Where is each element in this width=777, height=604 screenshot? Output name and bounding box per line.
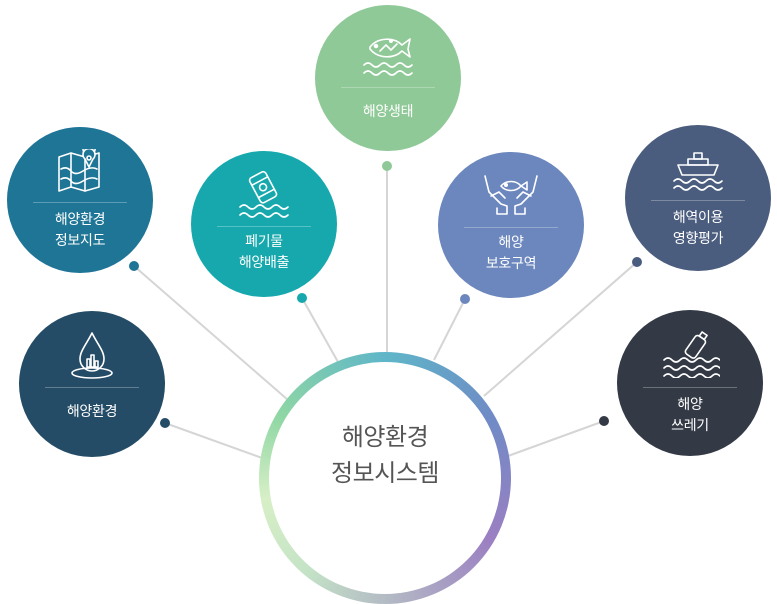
node-label: 폐기물 해양배출 <box>191 232 337 274</box>
node-label-line2: 보호구역 <box>485 256 537 272</box>
node-label-line1: 해역이용 <box>672 210 724 226</box>
hands-fish-icon <box>484 175 538 215</box>
hub-title-line1: 해양환경 <box>341 423 429 451</box>
node-separator <box>643 387 737 388</box>
ship-wave-icon <box>673 152 723 191</box>
node-label: 해양환경 <box>19 402 165 423</box>
node-separator <box>45 387 139 388</box>
node-label: 해양 쓰레기 <box>617 395 763 437</box>
node-label-line1: 해양생태 <box>362 104 414 120</box>
node-label-line2: 쓰레기 <box>671 418 709 434</box>
hub-title-line2: 정보시스템 <box>331 459 439 487</box>
node-label: 해양생태 <box>315 102 461 123</box>
connector-line-protected <box>433 298 466 361</box>
node-separator <box>33 202 127 203</box>
node-marine-debris[interactable]: 해양 쓰레기 <box>617 310 763 456</box>
barrel-wave-icon <box>239 170 289 218</box>
node-label-line2: 영향평가 <box>672 231 724 247</box>
node-label: 해역이용 영향평가 <box>625 208 771 250</box>
connector-dot-waste <box>297 293 307 303</box>
connector-dot-ecology <box>382 161 392 171</box>
water-drop-icon <box>71 332 113 379</box>
connector-dot-env-map <box>129 261 139 271</box>
node-label-line1: 해양환경 <box>54 212 106 228</box>
node-label-line1: 해양 <box>498 235 524 251</box>
node-impact-assessment[interactable]: 해역이용 영향평가 <box>625 125 771 271</box>
node-label-line1: 해양환경 <box>66 404 118 420</box>
connector-line-env-map <box>133 265 289 401</box>
map-pin-icon <box>58 149 100 192</box>
node-separator <box>464 227 558 228</box>
connector-dot-environment <box>160 418 170 428</box>
diagram-stage: 해양생태 해양환경 정보지도 <box>7 5 771 604</box>
connector-line-impact <box>483 261 638 397</box>
node-protected-area[interactable]: 해양 보호구역 <box>438 152 584 298</box>
fish-wave-icon <box>363 38 413 76</box>
connector-line-debris <box>507 420 605 457</box>
connector-dot-debris <box>599 416 609 426</box>
hub-title: 해양환경 정보시스템 <box>269 419 501 491</box>
node-label-line1: 폐기물 <box>245 234 283 250</box>
hub-center: 해양환경 정보시스템 <box>269 362 501 594</box>
node-label-line2: 해양배출 <box>238 255 290 271</box>
node-marine-ecology[interactable]: 해양생태 <box>315 5 461 151</box>
connector-lines <box>129 161 642 459</box>
node-separator <box>341 87 435 88</box>
node-separator <box>651 200 745 201</box>
node-label-line2: 정보지도 <box>54 233 106 249</box>
node-separator <box>217 226 311 227</box>
connector-dot-protected <box>460 294 470 304</box>
node-marine-environment[interactable]: 해양환경 <box>19 311 165 457</box>
node-label: 해양환경 정보지도 <box>7 210 153 252</box>
node-label-line1: 해양 <box>677 397 703 413</box>
hub-ring[interactable]: 해양환경 정보시스템 <box>259 352 511 604</box>
node-environment-map[interactable]: 해양환경 정보지도 <box>7 127 153 273</box>
node-label: 해양 보호구역 <box>438 233 584 275</box>
connector-dot-impact <box>632 257 642 267</box>
node-waste-discharge[interactable]: 폐기물 해양배출 <box>191 151 337 297</box>
connector-line-waste <box>301 297 339 363</box>
connector-line-environment <box>164 422 263 459</box>
bottle-wave-icon <box>663 331 720 378</box>
